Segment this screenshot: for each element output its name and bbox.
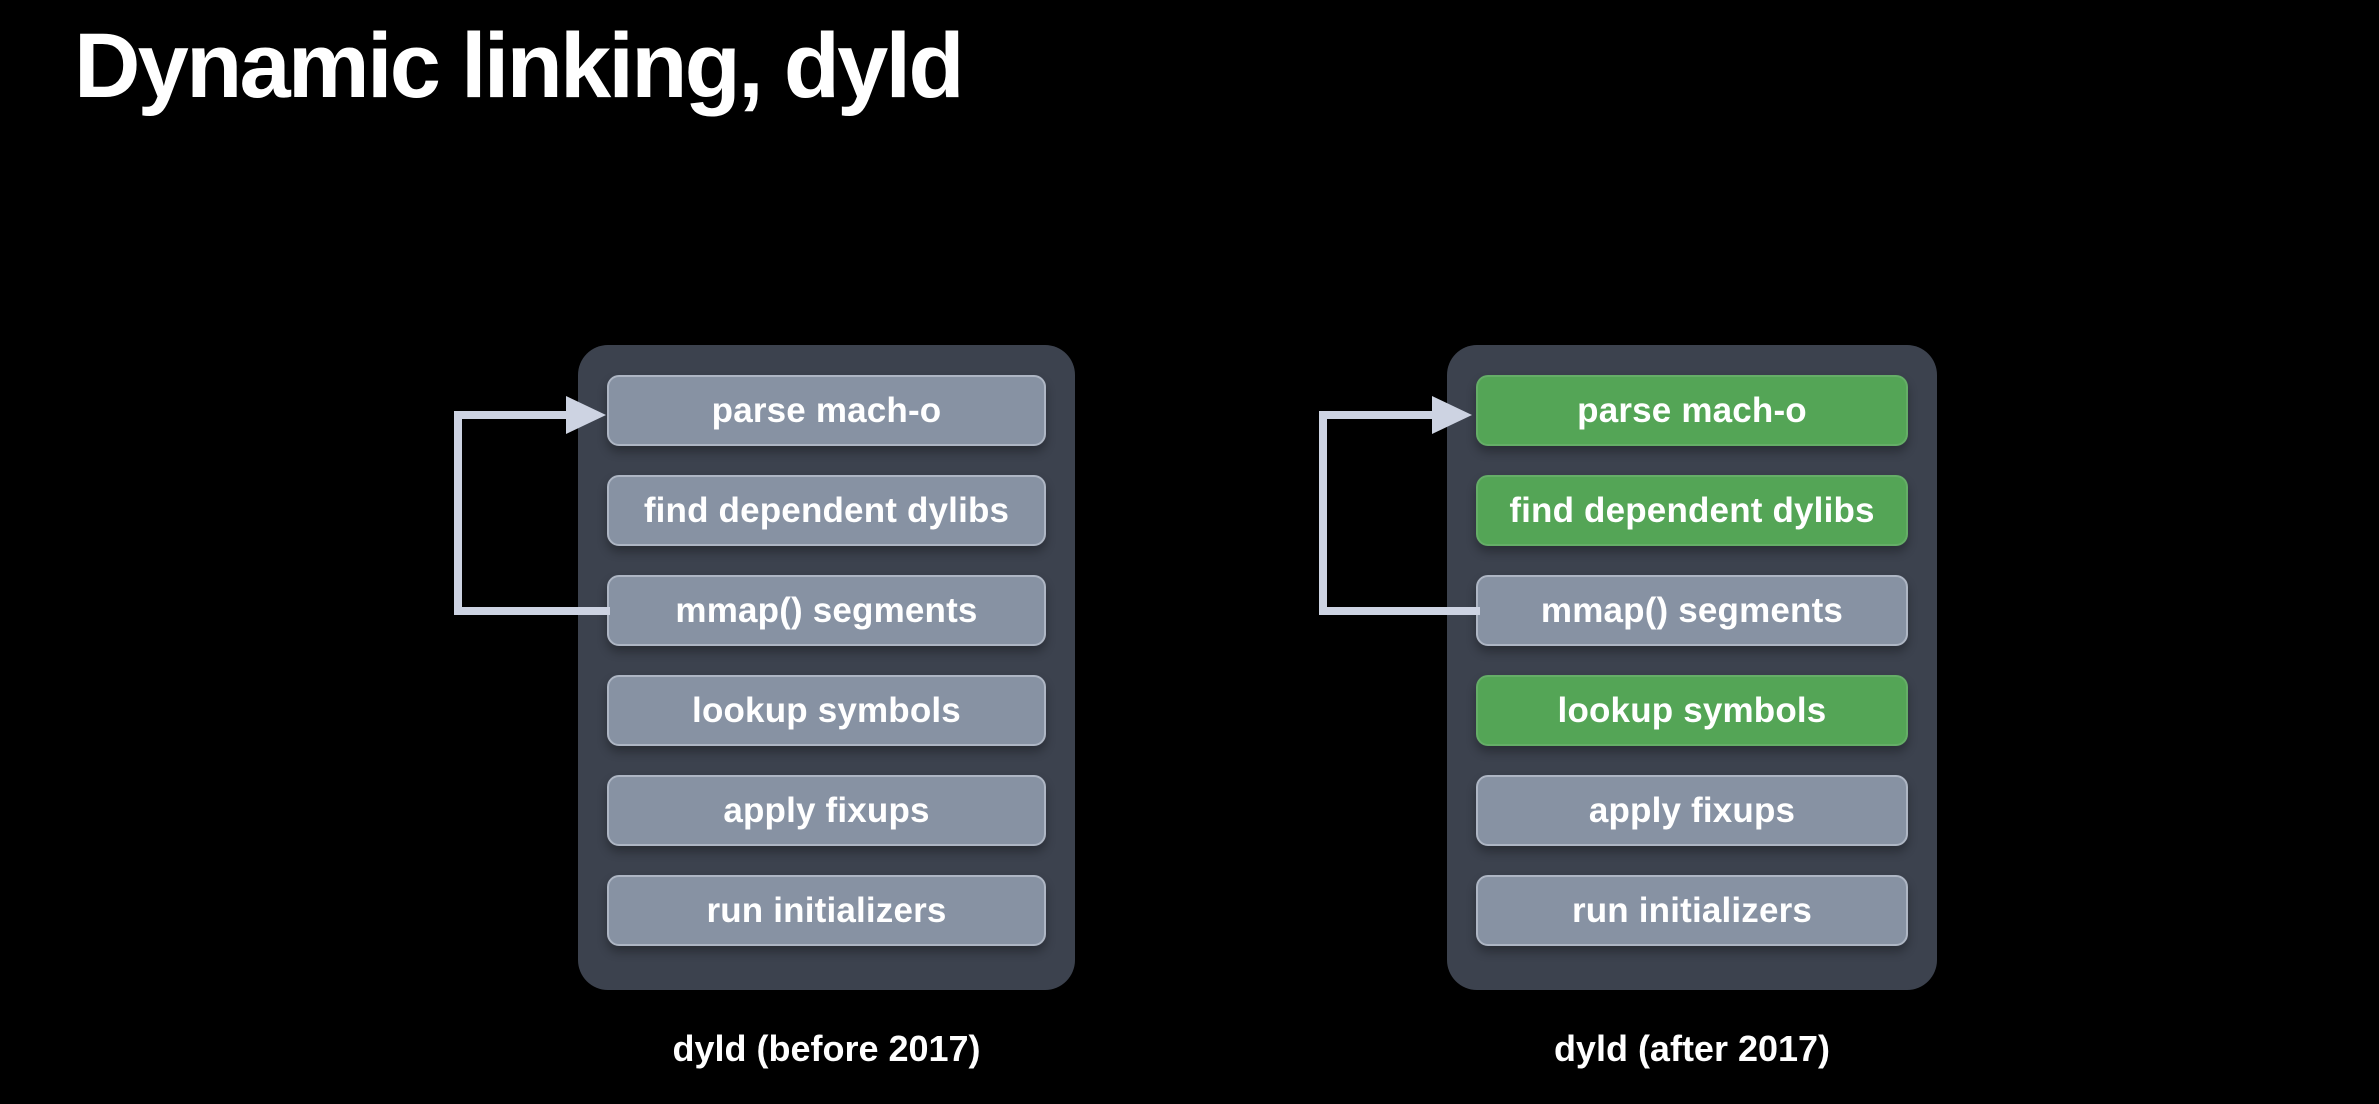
step-box-find-dependent-dylibs: find dependent dylibs [1476,475,1908,546]
step-box-lookup-symbols: lookup symbols [1476,675,1908,746]
loop-arrow-line [454,411,610,615]
step-box-apply-fixups: apply fixups [607,775,1046,846]
step-box-parse-mach-o: parse mach-o [1476,375,1908,446]
step-box-find-dependent-dylibs: find dependent dylibs [607,475,1046,546]
step-box-mmap-segments: mmap() segments [1476,575,1908,646]
loop-arrowhead [1432,396,1472,434]
step-box-run-initializers: run initializers [607,875,1046,946]
step-box-parse-mach-o: parse mach-o [607,375,1046,446]
dyld-steps-panel-before-2017: parse mach-o find dependent dylibs mmap() … [578,345,1075,990]
loop-arrowhead [566,396,606,434]
step-box-run-initializers: run initializers [1476,875,1908,946]
loop-arrow-line [1319,411,1480,615]
diagram-caption-before-2017: dyld (before 2017) [672,1028,981,1069]
step-box-apply-fixups: apply fixups [1476,775,1908,846]
diagram-caption-after-2017: dyld (after 2017) [1553,1028,1831,1069]
loop-arrow-icon [1319,396,1480,615]
step-box-lookup-symbols: lookup symbols [607,675,1046,746]
slide-title: Dynamic linking, dyld [74,15,965,117]
dyld-steps-panel-after-2017: parse mach-o find dependent dylibs mmap() … [1447,345,1937,990]
loop-arrow-icon [454,396,610,615]
step-box-mmap-segments: mmap() segments [607,575,1046,646]
